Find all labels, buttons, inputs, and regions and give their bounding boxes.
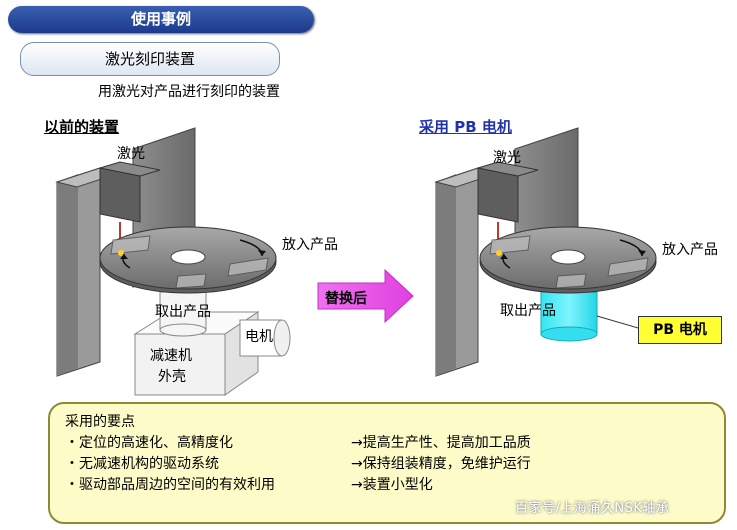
before-motor-label: 电机 (245, 329, 273, 345)
key-points-box (48, 402, 726, 524)
point-item: ・驱动部品周边的空间的有效利用 (65, 477, 275, 493)
key-points-heading: 采用的要点 (65, 414, 135, 430)
effect-item: →保持组装精度，免维护运行 (351, 456, 531, 472)
point-item: ・无减速机构的驱动系统 (65, 456, 219, 472)
device-description: 用激光对产品进行刻印的装置 (98, 84, 280, 100)
replace-arrow (317, 268, 414, 324)
after-title: 采用 PB 电机 (419, 118, 512, 136)
effect-item: →提高生产性、提高加工品质 (351, 435, 531, 451)
point-item: ・定位的高速化、高精度化 (65, 435, 233, 451)
device-name-label: 激光刻印装置 (20, 42, 280, 76)
before-reducer-label-2: 外壳 (158, 369, 186, 385)
after-insert-label: 放入产品 (662, 242, 718, 258)
before-remove-label: 取出产品 (155, 304, 211, 320)
after-remove-label: 取出产品 (500, 303, 556, 319)
replace-arrow-label: 替换后 (325, 291, 367, 307)
after-laser-label: 激光 (493, 150, 521, 166)
before-laser-label: 激光 (117, 146, 145, 162)
before-machine (55, 127, 291, 396)
pb-motor-label: PB 电机 (638, 316, 722, 344)
effect-item: →装置小型化 (351, 477, 433, 493)
after-machine (434, 127, 657, 377)
before-title: 以前的装置 (44, 118, 120, 136)
before-insert-label: 放入产品 (282, 237, 338, 253)
illustration (55, 127, 657, 396)
before-reducer-label-1: 减速机 (150, 348, 192, 364)
watermark-text: 百家号/上海涌久NSK轴承 (515, 501, 670, 516)
section-header: 使用事例 (8, 6, 314, 33)
